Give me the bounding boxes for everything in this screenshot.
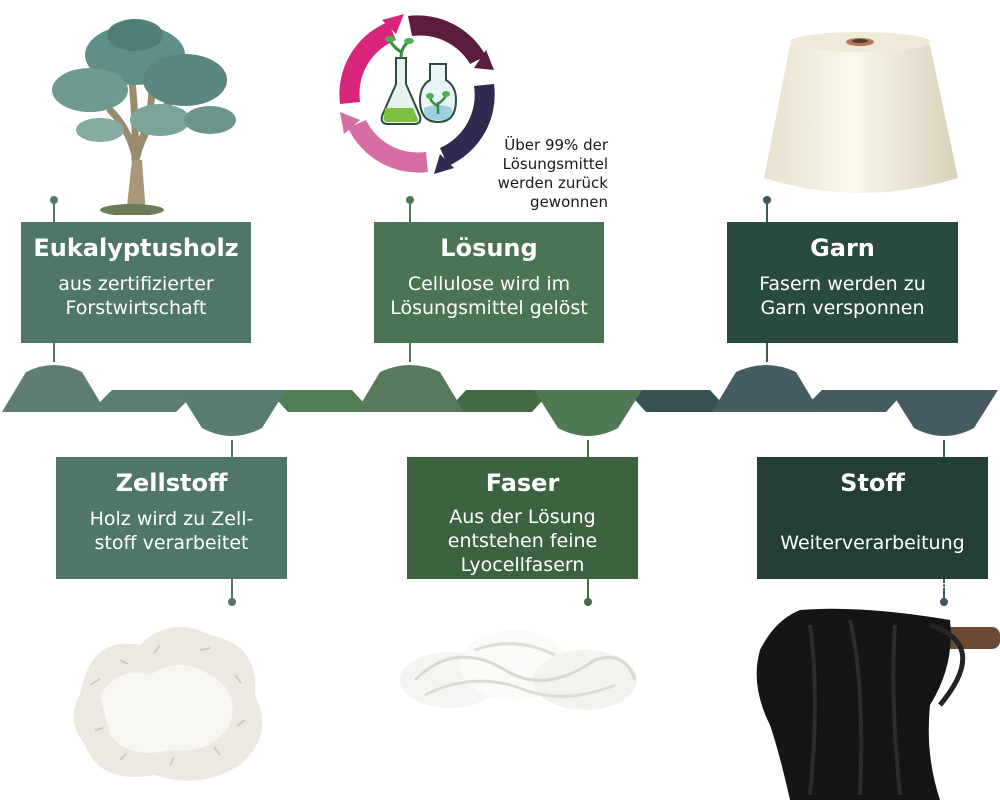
connector-dot (763, 196, 771, 204)
step-title: Garn (810, 234, 875, 262)
step-description: aus zertifizierter Forstwirtschaft (58, 273, 214, 319)
step-faser: Faser Aus der Lösung entstehen feine Lyo… (407, 457, 638, 579)
step-title: Stoff (840, 469, 905, 497)
step-garn: Garn Fasern werden zu Garn versponnen (727, 222, 958, 343)
timeline-node-loesung (356, 365, 464, 412)
recycling-note: Über 99% der Lösungsmittel werden zurück… (497, 136, 608, 211)
connector-dot (940, 598, 948, 606)
timeline-node-faser (534, 390, 642, 436)
step-title: Zellstoff (115, 469, 228, 497)
step-title: Lösung (440, 234, 538, 262)
step-description: Aus der Lösung entstehen feine Lyocellfa… (447, 506, 598, 576)
step-loesung: Lösung Cellulose wird im Lösungsmittel g… (374, 222, 604, 343)
connector-dot (584, 598, 592, 606)
step-title: Faser (485, 469, 560, 497)
step-description: Fasern werden zu Garn versponnen (759, 273, 926, 319)
connector-dot (406, 196, 414, 204)
step-description-prefix: zu TENCEL (776, 580, 879, 602)
timeline-node-garn (712, 365, 820, 412)
timeline-connector (268, 390, 372, 412)
lyocell-fiber-image (400, 630, 637, 710)
wood-pulp-image (73, 627, 263, 781)
eucalyptus-tree-image (52, 19, 236, 215)
timeline-node-stoff (890, 390, 998, 436)
black-fabric-image (756, 608, 1000, 800)
timeline-node-zellstoff (178, 390, 286, 436)
yarn-cone-image (764, 32, 958, 193)
step-description: Holz wird zu Zell- stoff verarbeitet (89, 508, 254, 554)
timeline-connector (626, 390, 730, 412)
step-description-line1: Weiterverarbeitung (780, 532, 965, 554)
step-eukalyptusholz: Eukalyptusholz aus zertifizierter Forstw… (21, 222, 251, 343)
trademark-mark: TM (878, 579, 895, 593)
step-title: Eukalyptusholz (33, 234, 239, 262)
solvent-recycling-cycle-icon (339, 14, 495, 174)
step-zellstoff: Zellstoff Holz wird zu Zell- stoff verar… (56, 457, 287, 579)
step-description: Weiterverarbeitung zu TENCELTM Stoffen (777, 507, 969, 603)
connector-dot (228, 598, 236, 606)
timeline-connector (90, 390, 198, 412)
step-description-suffix: Stoffen (894, 580, 969, 602)
timeline-node-eukalyptus (2, 365, 106, 412)
step-stoff: Stoff Weiterverarbeitung zu TENCELTM Sto… (757, 457, 988, 602)
step-description: Cellulose wird im Lösungsmittel gelöst (390, 273, 588, 319)
connector-dot (50, 196, 58, 204)
timeline-connector (800, 390, 906, 412)
timeline-connector (446, 390, 552, 412)
